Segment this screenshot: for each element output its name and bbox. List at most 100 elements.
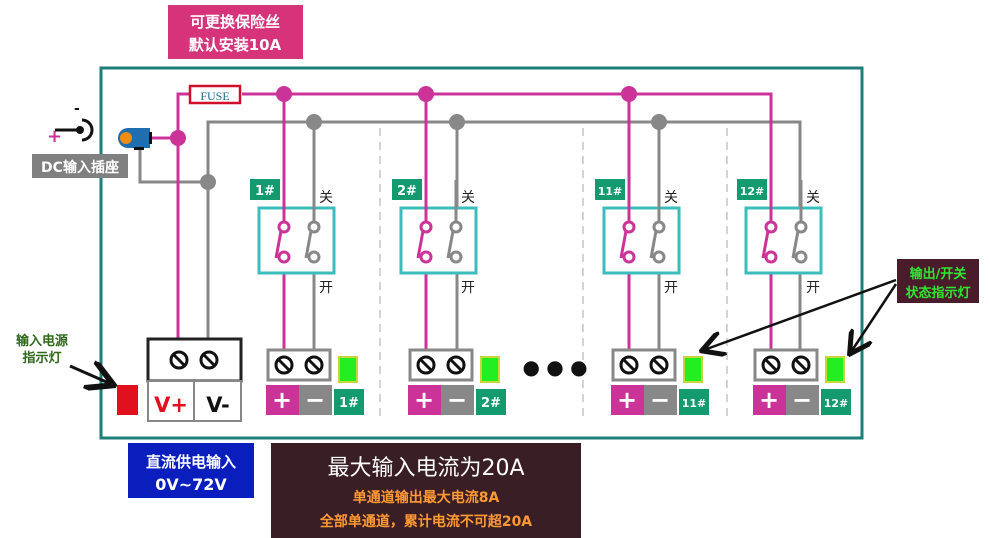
output-id-label: 12# (824, 397, 849, 410)
output-id-tag (334, 389, 364, 415)
supply-note: 直流供电输入 0V~72V (128, 443, 254, 498)
channel-12: 12#关开+−12# (737, 179, 851, 415)
relay-contact (622, 220, 636, 234)
input-led-note-line1: 输入电源 (16, 333, 68, 349)
output-id-tag (476, 389, 506, 415)
channel-1: 1#关开+−1# (250, 179, 364, 415)
screw-icon (763, 357, 779, 373)
relay-switch-arm (619, 230, 628, 259)
negative-junctions (200, 114, 667, 190)
status-led (683, 356, 703, 383)
channel-tag (737, 179, 767, 200)
vplus-label: V+ (154, 393, 188, 417)
plus-terminal-label: + (759, 386, 779, 414)
switch-off-label: 关 (319, 190, 333, 206)
relay-switch-arm (649, 230, 658, 259)
screw-icon (169, 350, 189, 370)
board-outline (99, 66, 864, 440)
status-led (825, 356, 845, 383)
output-id-tag (821, 389, 851, 415)
channel-11: 11#关开+−11# (595, 179, 709, 415)
relay-contact (277, 250, 291, 264)
relay-contact (652, 220, 666, 234)
dc-socket-icon (118, 128, 152, 150)
switch-off-label: 关 (806, 190, 820, 206)
channel-ellipsis: ● ● ● (522, 355, 587, 379)
plus-terminal-tag (753, 385, 786, 415)
current-note-line1: 单通道输出最大电流8A (353, 489, 500, 506)
plus-terminal-label: + (414, 386, 434, 414)
relay-box (257, 206, 336, 275)
relay-switch-arm (416, 230, 425, 259)
relay-contact (652, 250, 666, 264)
minus-terminal-label: − (792, 386, 812, 414)
minus-terminal-label: − (447, 386, 467, 414)
screw-icon (793, 357, 809, 373)
channel-tag (392, 179, 422, 200)
dc-jack: + - DC输入插座 (32, 101, 128, 178)
relay-contact (794, 250, 808, 264)
fuse-note: 可更换保险丝 默认安装10A (168, 5, 303, 59)
output-id-tag (679, 389, 709, 415)
minus-terminal-label: − (305, 386, 325, 414)
supply-note-line1: 直流供电输入 (146, 453, 236, 471)
plus-terminal-tag (408, 385, 441, 415)
current-note-title: 最大输入电流为20A (327, 456, 524, 481)
plus-terminal-label: + (617, 386, 637, 414)
channel-tag-label: 11# (598, 185, 623, 198)
relay-contact (622, 250, 636, 264)
dc-minus-sign: - (74, 101, 80, 117)
status-note-line1: 输出/开关 (910, 266, 967, 282)
minus-terminal-tag (299, 385, 332, 415)
dc-jack-label: DC输入插座 (41, 159, 119, 176)
channel-tag-label: 2# (397, 184, 417, 199)
relay-contact (419, 220, 433, 234)
relay-contact (419, 250, 433, 264)
switch-on-label: 开 (461, 280, 475, 296)
minus-terminal-tag (441, 385, 474, 415)
screw-icon (418, 357, 434, 373)
switch-off-label: 关 (461, 190, 475, 206)
relay-switch-arm (791, 230, 800, 259)
relay-box (744, 206, 823, 275)
input-led-note: 输入电源 指示灯 (16, 333, 111, 384)
supply-note-line2: 0V~72V (155, 475, 227, 494)
screw-icon (276, 357, 292, 373)
status-note-line2: 状态指示灯 (905, 285, 970, 301)
screw-icon (651, 357, 667, 373)
relay-box (399, 206, 478, 275)
output-id-label: 1# (339, 396, 359, 411)
channel-tag-label: 12# (740, 185, 765, 198)
status-led (480, 356, 500, 383)
relay-contact (307, 250, 321, 264)
switch-on-label: 开 (319, 280, 333, 296)
current-note-line2: 全部单通道，累计电流不可超20A (319, 513, 532, 530)
output-id-label: 11# (682, 397, 707, 410)
minus-terminal-label: − (650, 386, 670, 414)
plus-terminal-tag (611, 385, 644, 415)
screw-icon (448, 357, 464, 373)
output-terminal-block (266, 348, 332, 382)
relay-contact (277, 220, 291, 234)
relay-contact (449, 220, 463, 234)
status-led (338, 356, 358, 383)
channel-2: 2#关开+−2# (392, 179, 506, 415)
relay-switch-arm (274, 230, 283, 259)
minus-terminal-tag (786, 385, 819, 415)
relay-contact (764, 220, 778, 234)
switch-on-label: 开 (664, 280, 678, 296)
screw-icon (621, 357, 637, 373)
plus-terminal-tag (266, 385, 299, 415)
channel-tag-label: 1# (255, 184, 275, 199)
input-terminal-block: V+ V- (146, 337, 243, 422)
relay-switch-arm (304, 230, 313, 259)
positive-junctions (170, 86, 637, 146)
plus-terminal-label: + (272, 386, 292, 414)
screw-icon (199, 350, 219, 370)
channel-separators (379, 128, 728, 420)
input-power-led (117, 385, 138, 415)
relay-switch-arm (446, 230, 455, 259)
output-id-label: 2# (481, 396, 501, 411)
relay-switch-arm (761, 230, 770, 259)
